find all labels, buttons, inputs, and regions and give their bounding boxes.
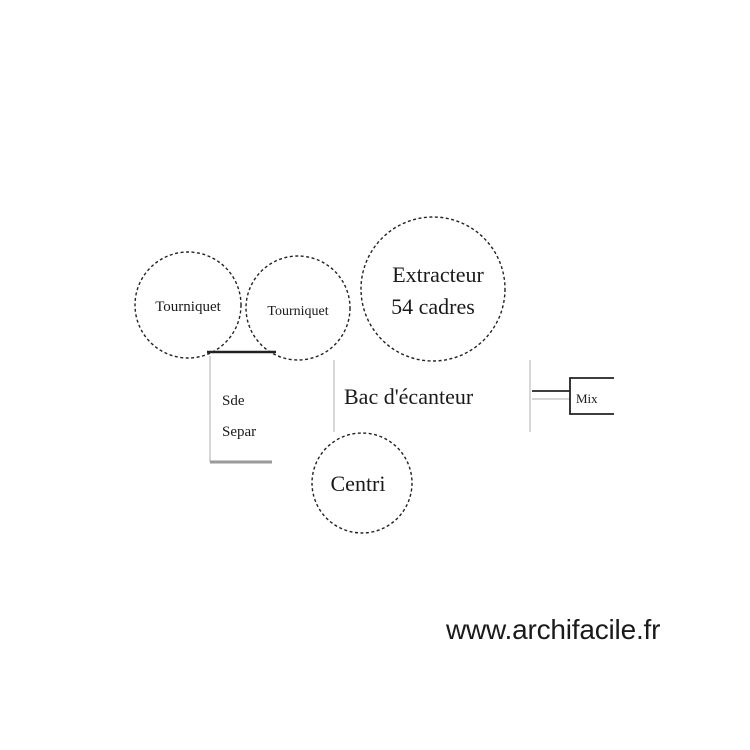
tourniquet-2-label: Tourniquet xyxy=(267,304,328,319)
salle-label-line1: Sde xyxy=(222,393,245,409)
extracteur-label-line1: Extracteur xyxy=(392,262,484,287)
salle-label-line2: Separ xyxy=(222,424,256,440)
bac-label: Bac d'écanteur xyxy=(344,384,474,409)
box-outline xyxy=(569,377,614,415)
extracteur-circle xyxy=(360,216,506,362)
archifacile-watermark: www.archifacile.fr xyxy=(446,614,661,645)
tourniquet-1-circle xyxy=(134,251,242,359)
centri-label: Centri xyxy=(331,471,386,496)
tourniquet-2-circle xyxy=(245,255,351,361)
box-label: Mix xyxy=(576,391,598,406)
extracteur-label-line2: 54 cadres xyxy=(391,294,475,319)
tourniquet-1-label: Tourniquet xyxy=(155,299,221,315)
centri-circle xyxy=(311,432,413,534)
